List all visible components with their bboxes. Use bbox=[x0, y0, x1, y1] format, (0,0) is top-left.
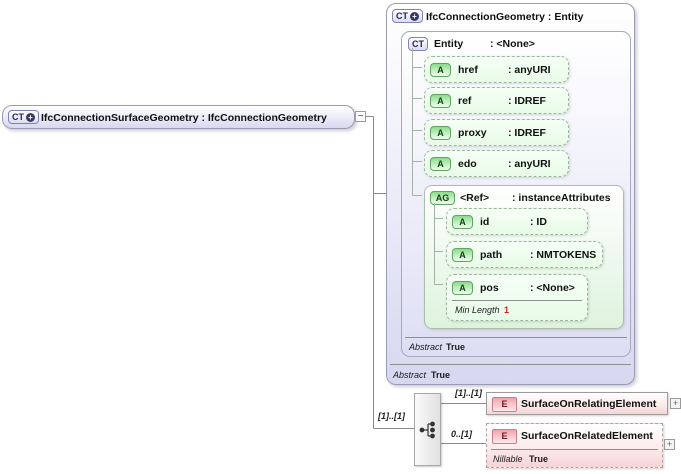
expand-button[interactable]: + bbox=[664, 439, 675, 450]
element-node-surface-on-relating[interactable]: E SurfaceOnRelatingElement bbox=[486, 392, 668, 415]
attribute-type: : IDREF bbox=[508, 95, 546, 107]
cardinality-relating: [1]..[1] bbox=[455, 388, 482, 398]
complex-type-icon: CT+ bbox=[392, 9, 423, 23]
facet-label: Nillable bbox=[493, 454, 523, 464]
facet-label: Min Length bbox=[455, 305, 500, 315]
sequence-icon bbox=[419, 421, 437, 439]
main-type-title: IfcConnectionSurfaceGeometry : IfcConnec… bbox=[41, 112, 327, 124]
plus-icon: + bbox=[410, 11, 419, 21]
attribute-node-edo[interactable]: A edo : anyURI bbox=[424, 150, 569, 177]
badge-label: CT bbox=[412, 38, 424, 49]
attribute-icon: A bbox=[430, 63, 451, 77]
entity-name: Entity bbox=[434, 38, 464, 50]
cardinality-related: 0..[1] bbox=[451, 429, 473, 439]
complex-type-icon: CT bbox=[408, 37, 428, 51]
attribute-group-node[interactable]: AG <Ref> : instanceAttributes A id : ID … bbox=[424, 185, 624, 329]
base-type-title: IfcConnectionGeometry : Entity bbox=[426, 11, 584, 23]
attribute-type: : anyURI bbox=[508, 64, 551, 76]
attribute-icon: A bbox=[452, 281, 473, 295]
attribute-group-name: <Ref> bbox=[460, 192, 490, 204]
attribute-name: pos bbox=[480, 282, 499, 294]
cardinality-incoming: [1]..[1] bbox=[378, 411, 405, 421]
facet-value: True bbox=[529, 454, 549, 464]
facet-label: Abstract bbox=[409, 342, 443, 352]
facet-separator bbox=[390, 364, 631, 365]
attribute-node-proxy[interactable]: A proxy : IDREF bbox=[424, 119, 569, 146]
attribute-node-ref[interactable]: A ref : IDREF bbox=[424, 87, 569, 114]
element-icon: E bbox=[492, 429, 517, 444]
attribute-name: proxy bbox=[458, 127, 487, 139]
attribute-type: : ID bbox=[530, 216, 547, 228]
facet-value: 1 bbox=[504, 305, 510, 315]
expand-button[interactable]: + bbox=[670, 398, 681, 409]
attribute-type: : IDREF bbox=[508, 127, 546, 139]
facet-separator bbox=[491, 449, 658, 450]
attribute-node-pos[interactable]: A pos : <None> Min Length 1 bbox=[446, 274, 588, 321]
attribute-name: edo bbox=[458, 158, 477, 170]
element-node-surface-on-related[interactable]: E SurfaceOnRelatedElement Nillable True bbox=[486, 423, 663, 468]
attribute-icon: A bbox=[452, 248, 473, 262]
badge-label: CT bbox=[396, 10, 408, 21]
attribute-type: : <None> bbox=[530, 282, 575, 294]
facet-value: True bbox=[431, 370, 451, 380]
element-name: SurfaceOnRelatingElement bbox=[521, 398, 657, 410]
attribute-type: : NMTOKENS bbox=[530, 249, 597, 261]
complex-type-icon: CT+ bbox=[8, 110, 39, 124]
attribute-group-icon: AG bbox=[430, 191, 455, 205]
element-name: SurfaceOnRelatedElement bbox=[521, 430, 653, 442]
attribute-node-id[interactable]: A id : ID bbox=[446, 208, 588, 235]
element-icon: E bbox=[492, 397, 517, 412]
attribute-name: id bbox=[480, 216, 490, 228]
attribute-name: ref bbox=[458, 95, 472, 107]
main-type-node[interactable]: CT+ IfcConnectionSurfaceGeometry : IfcCo… bbox=[2, 105, 355, 129]
facet-separator bbox=[405, 337, 627, 338]
sequence-connector[interactable] bbox=[414, 393, 441, 466]
facet-separator bbox=[452, 300, 582, 301]
entity-type: : <None> bbox=[490, 38, 535, 50]
base-type-node[interactable]: CT+ IfcConnectionGeometry : Entity CT En… bbox=[386, 3, 635, 385]
facet-label: Abstract bbox=[393, 370, 427, 380]
attribute-node-href[interactable]: A href : anyURI bbox=[424, 56, 569, 83]
attribute-icon: A bbox=[430, 94, 451, 108]
attribute-icon: A bbox=[430, 157, 451, 171]
attribute-icon: A bbox=[430, 126, 451, 140]
entity-type-node[interactable]: CT Entity : <None> A href : anyURI A ref… bbox=[401, 31, 631, 357]
attribute-name: href bbox=[458, 64, 478, 76]
attribute-node-path[interactable]: A path : NMTOKENS bbox=[446, 241, 603, 268]
attribute-type: : anyURI bbox=[508, 158, 551, 170]
attribute-group-type: : instanceAttributes bbox=[512, 192, 611, 204]
collapse-handle[interactable]: − bbox=[355, 111, 366, 122]
attribute-name: path bbox=[480, 249, 503, 261]
badge-label: CT bbox=[12, 111, 24, 122]
plus-icon: + bbox=[26, 112, 35, 122]
attribute-icon: A bbox=[452, 215, 473, 229]
facet-value: True bbox=[446, 342, 466, 352]
